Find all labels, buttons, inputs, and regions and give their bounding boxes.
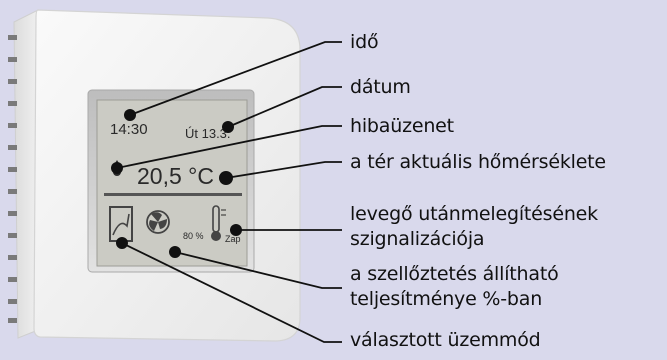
date-readout: Út 13.3. <box>185 126 231 141</box>
label-error: hibaüzenet <box>350 115 454 137</box>
anchor-room-temp <box>219 171 233 185</box>
leader-error <box>116 125 342 169</box>
anchor-mode <box>116 237 128 249</box>
label-date: dátum <box>350 76 411 98</box>
leader-lines <box>116 41 342 343</box>
anchor-date <box>222 121 234 133</box>
anchor-error <box>111 162 123 174</box>
lcd-separator <box>104 193 242 196</box>
vent-slots <box>8 35 17 323</box>
leader-date <box>227 86 342 128</box>
label-reheat-line1: levegő utánmelegítésének <box>350 203 598 225</box>
leader-room-temp <box>225 161 342 179</box>
leader-ventilation <box>174 251 342 289</box>
thermometer-icon <box>211 205 226 241</box>
heating-status-readout: Zap <box>225 234 241 244</box>
anchor-time <box>124 109 136 121</box>
time-readout: 14:30 <box>110 121 148 138</box>
label-mode: választott üzemmód <box>350 329 541 351</box>
anchor-dots <box>111 109 242 258</box>
fan-percent-readout: 80 % <box>183 231 204 241</box>
lcd-content: 14:30 Út 13.3. 20,5 °C 80 % Zap <box>104 121 242 244</box>
label-reheat-line2: szignalizációja <box>350 228 485 250</box>
label-room-temp: a tér aktuális hőmérséklete <box>350 151 606 173</box>
label-time: idő <box>350 31 379 53</box>
leader-mode <box>121 242 342 343</box>
leader-time <box>129 41 342 116</box>
label-ventilation-line2: teljesítménye %-ban <box>350 288 543 310</box>
temperature-readout: 20,5 °C <box>137 163 214 189</box>
anchor-reheat <box>230 224 242 236</box>
fan-icon <box>146 210 170 234</box>
anchor-ventilation <box>169 246 181 258</box>
label-ventilation-line1: a szellőztetés állítható <box>350 263 559 285</box>
